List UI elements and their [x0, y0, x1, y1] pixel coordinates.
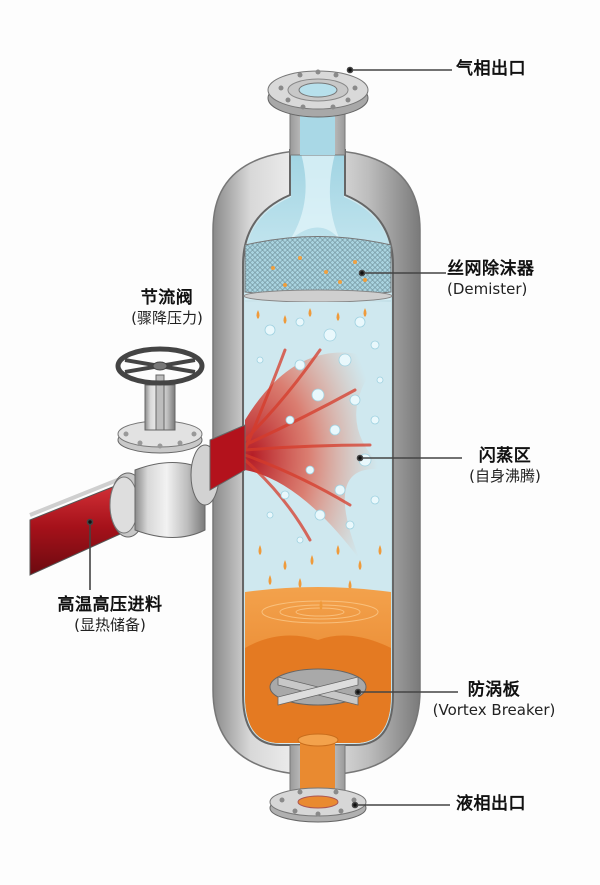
vortex-breaker	[269, 668, 367, 706]
vapor-outlet-flange	[267, 69, 369, 156]
throttle-valve	[109, 346, 246, 538]
throttle-valve-name: 节流阀	[140, 288, 194, 308]
feed-name: 高温高压进料	[57, 595, 163, 615]
wire-mesh-demister	[243, 236, 393, 303]
demister-name: 丝网除沫器	[447, 259, 535, 279]
leader-lines	[86, 66, 462, 809]
vortex-breaker-name: 防涡板	[467, 680, 521, 700]
vortex-breaker-sub: (Vortex Breaker)	[432, 701, 556, 720]
demister-sub: (Demister)	[447, 280, 528, 299]
label-demister: 丝网除沫器 (Demister)	[447, 259, 535, 299]
label-flash-zone: 闪蒸区 (自身沸腾)	[450, 446, 560, 486]
flash-zone	[243, 302, 391, 592]
label-liquid-outlet: 液相出口	[456, 794, 526, 815]
label-feed: 高温高压进料 (显热储备)	[40, 595, 180, 635]
label-throttle-valve: 节流阀 (骤降压力)	[112, 288, 222, 328]
label-vortex-breaker: 防涡板 (Vortex Breaker)	[424, 680, 564, 720]
feed-sub: (显热储备)	[74, 616, 146, 635]
flash-zone-name: 闪蒸区	[478, 446, 532, 466]
flash-zone-sub: (自身沸腾)	[469, 467, 541, 486]
throttle-valve-sub: (骤降压力)	[131, 309, 203, 328]
liquid-outlet-name: 液相出口	[456, 794, 526, 814]
label-vapor-outlet: 气相出口	[456, 59, 526, 80]
vapor-outlet-name: 气相出口	[456, 59, 526, 79]
liquid-pool	[245, 587, 391, 743]
liquid-outlet	[269, 733, 367, 823]
